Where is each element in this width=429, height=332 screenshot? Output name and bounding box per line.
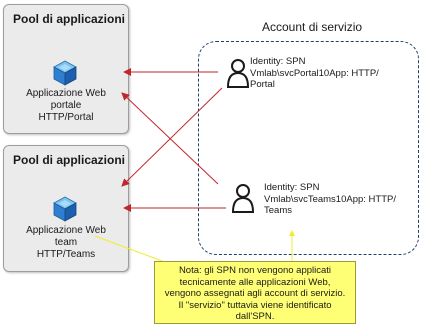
app-cube-icon: [53, 196, 77, 222]
app-cube-icon: [53, 60, 77, 86]
identity-line: Teams: [264, 205, 292, 216]
app-label-line: team: [54, 237, 78, 248]
identity-line: Identity: SPN: [264, 182, 320, 193]
identity-portal: Identity: SPN Vmlab\svcPortal10App: HTTP…: [250, 56, 379, 91]
note-line: vengono assegnati agli account di serviz…: [164, 288, 346, 299]
note-line: Nota: gli SPN non vengono applicati: [178, 265, 332, 276]
pool-title: Pool di applicazioni: [13, 12, 126, 26]
account-group-title: Account di servizio: [262, 20, 363, 34]
identity-line: Vmlab\svcPortal10App: HTTP/: [250, 67, 379, 79]
app-pool-teams: Pool di applicazioni Applicazione Web te…: [3, 145, 129, 272]
app-pool-portal: Pool di applicazioni Applicazione Web po…: [3, 4, 129, 134]
user-icon: [226, 59, 250, 88]
identity-line: Portal: [250, 79, 275, 90]
app-label-line: Applicazione Web: [26, 88, 106, 99]
app-label-line: portale: [50, 100, 82, 111]
app-label-line: Applicazione Web: [26, 225, 106, 236]
identity-line: Vmlab\svcTeams10App: HTTP/: [264, 193, 396, 205]
app-label-teams: Applicazione Web team HTTP/Teams: [4, 225, 128, 261]
note-line: dall'SPN.: [235, 311, 275, 322]
note-line: tecnicamente alle applicazioni Web,: [179, 276, 331, 288]
identity-teams: Identity: SPN Vmlab\svcTeams10App: HTTP/…: [264, 182, 396, 217]
app-label-portal: Applicazione Web portale HTTP/Portal: [4, 88, 128, 124]
app-label-line: HTTP/Teams: [36, 249, 96, 260]
app-label-line: HTTP/Portal: [38, 112, 94, 123]
user-icon: [231, 184, 255, 213]
pool-title: Pool di applicazioni: [13, 153, 126, 167]
note-line: Il "servizio" tuttavia viene identificat…: [178, 299, 332, 311]
identity-line: Identity: SPN: [250, 56, 306, 67]
note-callout: Nota: gli SPN non vengono applicati tecn…: [154, 261, 356, 324]
